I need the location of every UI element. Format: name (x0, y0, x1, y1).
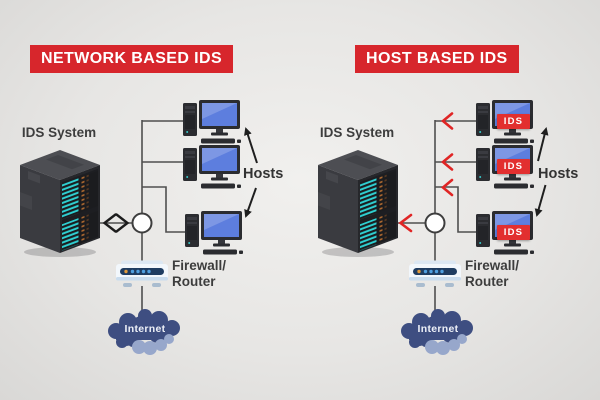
ids-system-label: IDS System (21, 125, 97, 140)
host-computer (182, 144, 242, 190)
panel-host-based-ids: HOST BASED IDS IDS System (300, 0, 600, 400)
hosts-group-label: Hosts (538, 166, 579, 182)
network-hub-node (131, 212, 153, 234)
hosts-pointer-arrows (244, 127, 258, 218)
ids-agent-badge: IDS (497, 159, 530, 174)
ids-server-rack (20, 150, 100, 258)
host-wiring-diagram (396, 112, 549, 316)
network-hub-node (424, 212, 446, 234)
bidirectional-arrow-icon (102, 213, 130, 233)
host-computer (184, 210, 244, 256)
ids-system-label: IDS System (319, 125, 395, 140)
panel-network-based-ids: NETWORK BASED IDS IDS System (20, 45, 284, 358)
host-computer-with-ids-agent: IDS (475, 99, 535, 145)
host-computer-with-ids-agent: IDS (475, 144, 535, 190)
network-cables (100, 120, 186, 316)
red-alert-chevrons (398, 112, 454, 233)
network-wiring-diagram (100, 120, 258, 316)
firewall-router-label: Firewall/ Router (465, 258, 520, 289)
ids-server-rack (318, 150, 398, 258)
firewall-router-icon (407, 259, 463, 289)
hosts-pointer-arrows (534, 127, 549, 217)
internet-label: Internet (417, 323, 459, 335)
hosts-group-label: Hosts (243, 166, 284, 182)
internet-label: Internet (124, 323, 166, 335)
panel-title-host-ids: HOST BASED IDS (355, 45, 519, 73)
ids-agent-badge: IDS (497, 114, 530, 129)
ids-agent-badge: IDS (497, 225, 530, 240)
internet-cloud-icon: Internet (395, 306, 481, 358)
host-computer (182, 99, 242, 145)
internet-cloud-icon: Internet (102, 306, 188, 358)
firewall-router-icon (114, 259, 170, 289)
host-computer-with-ids-agent: IDS (475, 210, 535, 256)
firewall-router-label: Firewall/ Router (172, 258, 227, 289)
panel-title-network-ids: NETWORK BASED IDS (30, 45, 234, 73)
